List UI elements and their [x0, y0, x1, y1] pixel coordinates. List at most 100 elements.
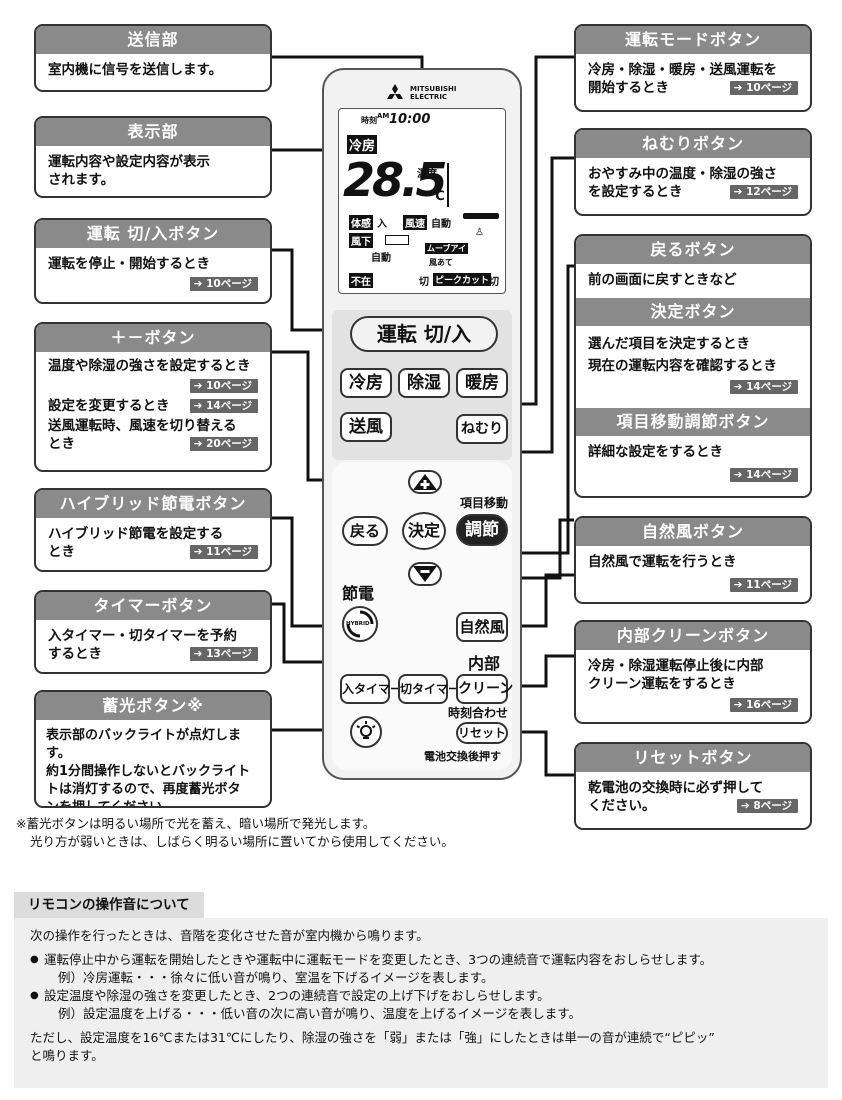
callout-title: タイマーボタン [36, 592, 270, 620]
callout-text: 冷房・除湿・暖房・送風運転を [588, 62, 777, 78]
line-power [272, 248, 346, 332]
lcd-person-icon: ♙ [475, 227, 484, 238]
back-button[interactable]: 戻る [342, 516, 388, 546]
page-ref: ➔ 10ページ [729, 81, 798, 95]
page-ref: ➔ 13ページ [189, 647, 258, 661]
callout-text: 送風運転時、風速を切り替える [48, 418, 237, 434]
hybrid-button[interactable]: HYBRID [342, 606, 378, 642]
brand-text: MITSUBISHI [410, 85, 457, 93]
info-item: 運転停止中から運転を開始したときや運転中に運転モードを変更したとき、3つの連続音… [30, 951, 812, 987]
callout-title: 内部クリーンボタン [576, 622, 810, 650]
plus-button[interactable] [408, 470, 442, 494]
info-item: 設定温度や除湿の強さを変更したとき、2つの連続音で設定の上げ下げをおしらせします… [30, 987, 812, 1023]
adjust-button[interactable]: 調節 [456, 514, 508, 546]
callout-text: ハイブリッド節電を設定する [48, 526, 224, 542]
callout-text: 運転を停止・開始するとき [48, 256, 210, 272]
page-ref: ➔ 8ページ [736, 799, 798, 813]
callout-text: とき [48, 544, 75, 560]
callout-text: トは消灯するので、再度蓄光ボタ [46, 782, 241, 797]
page-ref: ➔ 10ページ [189, 379, 258, 393]
lcd-clock-label: 時刻 [361, 116, 377, 125]
callout-text: 現在の運転内容を確認するとき [588, 358, 777, 374]
lcd-fuka: 風下 [349, 233, 373, 248]
callout-text: 室内機に信号を送信します。 [48, 62, 223, 78]
callout-text: 冷房・除湿運転停止後に内部 [588, 658, 764, 674]
line-clean [508, 654, 574, 688]
lcd-fusoku-val: 自動 [431, 219, 451, 230]
lcd-mode: 冷房 [347, 135, 378, 154]
heat-button[interactable]: 暖房 [456, 368, 508, 398]
lcd-temp: 28.5 [343, 153, 447, 207]
callout-text: 入タイマー・切タイマーを予約 [48, 628, 237, 644]
callout-title: リセットボタン [576, 744, 810, 772]
callout-plusminus: ＋－ボタン 温度や除湿の強さを設定するとき ➔ 10ページ 設定を変更するとき … [34, 322, 272, 472]
callout-title: 運転モードボタン [576, 26, 810, 54]
timer-on-button[interactable]: 入タイマー [340, 674, 402, 704]
info-item-text: 運転停止中から運転を開始したときや運転中に運転モードを変更したとき、3つの連続音… [44, 952, 713, 967]
lcd-iri: 入 [377, 219, 387, 230]
page-ref: ➔ 10ページ [189, 277, 258, 291]
callout-text: 選んだ項目を決定するとき [588, 336, 750, 352]
callout-text: されます。 [48, 172, 115, 188]
callout-text: 温度や除湿の強さを設定するとき [48, 358, 251, 374]
light-button[interactable] [350, 716, 382, 748]
callout-text: 設定を変更するとき [48, 398, 170, 414]
power-button[interactable]: 運転 切/入 [350, 316, 498, 352]
callout-natural: 自然風ボタン 自然風で運転を行うとき ➔ 11ページ [574, 516, 812, 604]
clock-set-label: 時刻合わせ [448, 706, 509, 720]
callout-back-decide-move: 戻るボタン 前の画面に戻すときなど 決定ボタン 選んだ項目を決定するとき 現在の… [574, 234, 812, 498]
mitsubishi-logo-icon [387, 84, 403, 99]
lcd-louver [463, 213, 499, 219]
naibu-label: 内部 [468, 654, 501, 673]
lcd-temp-label: 温度 [417, 169, 437, 180]
callout-text: 開始するとき [588, 80, 669, 96]
callout-mode: 運転モードボタン 冷房・除湿・暖房・送風運転を 開始するとき ➔ 10ページ [574, 24, 812, 112]
callout-timer: タイマーボタン 入タイマー・切タイマーを予約 するとき ➔ 13ページ [34, 590, 272, 674]
info-intro: 次の操作を行ったときは、音階を変化させた音が室内機から鳴ります。 [30, 928, 429, 943]
lcd-kazeate: 風あて [429, 258, 453, 267]
brand-text: ELECTRIC [410, 93, 448, 101]
line-reset [508, 730, 574, 777]
lcd-vane [385, 235, 409, 245]
callout-title: ＋－ボタン [36, 324, 270, 352]
save-label: 節電 [342, 584, 375, 603]
battery-label: 電池交換後押す [424, 750, 501, 763]
callout-text: 運転内容や設定内容が表示 [48, 154, 210, 170]
timer-off-button[interactable]: 切タイマー [398, 674, 460, 704]
lcd-time: 10:00 [389, 112, 431, 127]
minus-button[interactable] [408, 562, 442, 586]
hybrid-icon [346, 610, 374, 638]
callout-title: 表示部 [36, 118, 270, 146]
info-box: 次の操作を行ったときは、音階を変化させた音が室内機から鳴ります。 運転停止中から… [14, 918, 828, 1088]
lcd-fuzai: 不在 [349, 273, 373, 288]
ok-button[interactable]: 決定 [402, 512, 446, 550]
down-triangle-icon [413, 566, 437, 582]
dry-button[interactable]: 除湿 [398, 368, 450, 398]
sleep-button[interactable]: ねむり [456, 414, 508, 444]
info-tag: リモコンの操作音について [14, 892, 204, 918]
page-ref: ➔ 12ページ [729, 185, 798, 199]
callout-text: 乾電池の交換時に必ず押して [588, 780, 764, 796]
lcd-taikan: 体感 [349, 215, 373, 230]
callout-title: 戻るボタン [576, 236, 810, 264]
lcd-auto: 自動 [371, 253, 391, 264]
lcd-am: AM [377, 112, 390, 120]
page-ref: ➔ 11ページ [189, 545, 258, 559]
fan-button[interactable]: 送風 [340, 412, 392, 442]
line-hybrid [272, 516, 345, 628]
natural-wind-button[interactable]: 自然風 [456, 612, 508, 642]
callout-text: おやすみ中の温度・除湿の強さ [588, 166, 777, 182]
footnote-line: 光り方が弱いときは、しばらく明るい場所に置いてから使用してください。 [30, 834, 454, 849]
reset-button[interactable]: リセット [456, 722, 508, 744]
lcd-peak: ピークカット [433, 273, 492, 286]
callout-display: 表示部 運転内容や設定内容が表示 されます。 [34, 116, 272, 198]
callout-send: 送信部 室内機に信号を送信します。 [34, 24, 272, 92]
page-ref: ➔ 20ページ [189, 437, 258, 451]
move-label: 項目移動 [460, 496, 509, 510]
lcd-kiri: 切 [419, 277, 429, 288]
lcd-kiri: 切 [489, 277, 499, 288]
callout-text: 前の画面に戻すときなど [588, 272, 737, 288]
clean-button[interactable]: クリーン [456, 674, 513, 704]
cool-button[interactable]: 冷房 [340, 368, 392, 398]
callout-title: ハイブリッド節電ボタン [36, 490, 270, 518]
